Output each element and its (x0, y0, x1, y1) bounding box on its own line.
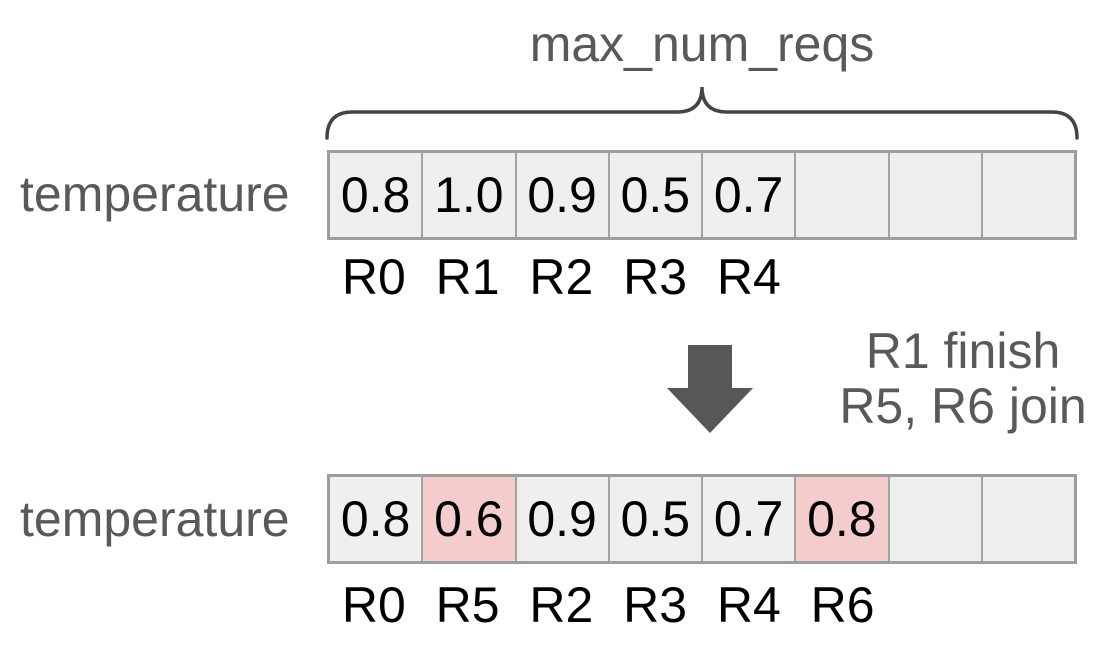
down-arrow-icon (667, 345, 753, 433)
request-label: R3 (623, 249, 688, 305)
cell-value: 0.7 (713, 491, 784, 547)
array-cell: 0.6 (421, 477, 515, 561)
max-num-reqs-label: max_num_reqs (529, 16, 875, 72)
transition-line-1: R1 finish (865, 323, 1061, 379)
cell-value: 0.9 (527, 167, 597, 223)
array-cell: 1.0 (421, 153, 515, 237)
cell-value: 0.7 (713, 167, 784, 223)
cell-value: 0.8 (340, 491, 411, 547)
array-cell (887, 153, 981, 237)
cell-value: 1.0 (434, 167, 504, 223)
request-label (890, 577, 984, 633)
transition-line-2: R5, R6 join (839, 378, 1087, 434)
request-labels-updated: R0 R5 R2 R3 R4 R6 (327, 577, 1077, 633)
request-labels-initial: R0 R1 R2 R3 R4 (327, 249, 1077, 305)
temperature-label: temperature (20, 491, 290, 547)
array-cell (980, 477, 1074, 561)
request-label: R0 (341, 577, 406, 633)
array-cell: 0.9 (514, 477, 608, 561)
array-cell: 0.8 (330, 153, 422, 237)
curly-brace (325, 86, 1079, 140)
array-cell (887, 477, 981, 561)
transition-note: R1 finish R5, R6 join (839, 324, 1086, 434)
request-label: R2 (529, 249, 594, 305)
request-label: R3 (623, 577, 688, 633)
request-label: R1 (435, 249, 500, 305)
array-cell: 0.8 (794, 477, 888, 561)
array-cell: 0.9 (514, 153, 608, 237)
request-label: R0 (341, 249, 406, 305)
cell-value: 0.8 (807, 491, 877, 547)
array-cell: 0.7 (701, 153, 795, 237)
cell-value: 0.5 (620, 167, 691, 223)
array-cell (980, 153, 1074, 237)
cell-value: 0.8 (340, 167, 411, 223)
temperature-array-updated: 0.8 0.6 0.9 0.5 0.7 0.8 (327, 474, 1077, 564)
request-label: R4 (716, 577, 781, 633)
request-label: R6 (810, 577, 875, 633)
cell-value: 0.6 (434, 491, 504, 547)
cell-value: 0.9 (527, 491, 597, 547)
request-label (890, 249, 984, 305)
array-cell: 0.5 (607, 153, 701, 237)
request-label (983, 249, 1077, 305)
request-label (796, 249, 890, 305)
temperature-array-initial: 0.8 1.0 0.9 0.5 0.7 (327, 150, 1077, 240)
temperature-label: temperature (20, 166, 290, 222)
cell-value: 0.5 (620, 491, 691, 547)
request-label: R4 (716, 249, 781, 305)
array-cell: 0.5 (607, 477, 701, 561)
array-cell: 0.7 (701, 477, 795, 561)
array-cell: 0.8 (330, 477, 422, 561)
request-label (983, 577, 1077, 633)
request-label: R2 (529, 577, 594, 633)
request-label: R5 (435, 577, 500, 633)
array-cell (794, 153, 888, 237)
